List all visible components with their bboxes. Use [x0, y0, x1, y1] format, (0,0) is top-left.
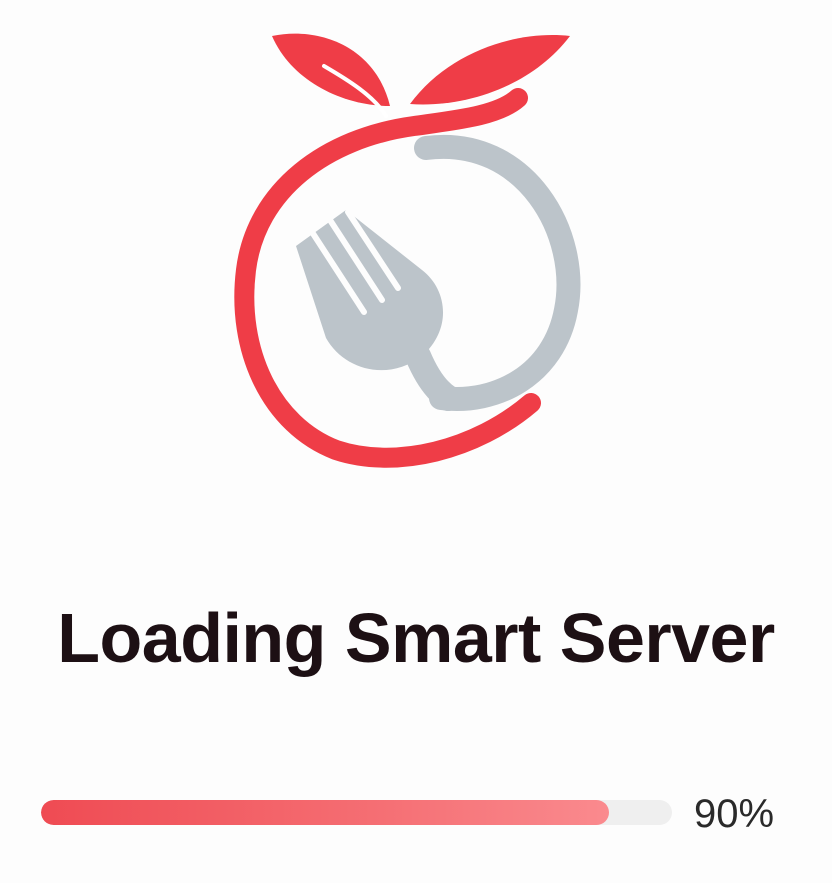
fork-head-icon — [296, 210, 444, 371]
progress-bar — [41, 800, 672, 825]
progress-bar-fill — [41, 800, 609, 825]
loading-title: Loading Smart Server — [57, 599, 775, 677]
progress-percentage: 90% — [694, 792, 775, 836]
red-swoosh — [234, 88, 541, 468]
fork-apple-logo-icon — [234, 33, 581, 468]
plate-arc — [414, 134, 581, 411]
right-leaf-icon — [410, 35, 570, 105]
